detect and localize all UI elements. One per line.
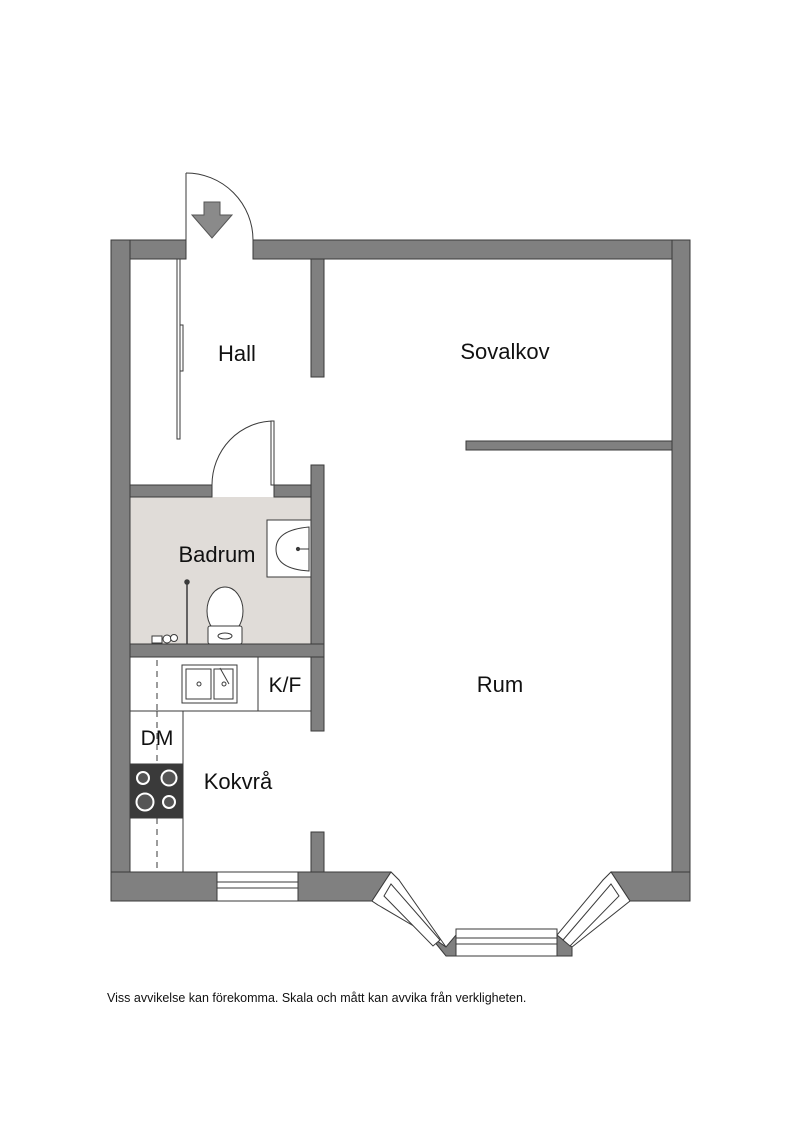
window-kitchen bbox=[216, 871, 299, 902]
window-bay-left bbox=[371, 871, 447, 948]
disclaimer-text: Viss avvikelse kan förekomma. Skala och … bbox=[107, 991, 527, 1005]
room-label-kf: K/F bbox=[269, 674, 302, 697]
sink bbox=[266, 519, 312, 578]
room-label-kokvra: Kokvrå bbox=[204, 769, 273, 794]
room-label-hall: Hall bbox=[218, 341, 256, 366]
wardrobe-door bbox=[176, 258, 184, 440]
stove bbox=[130, 764, 183, 818]
window-bay-center bbox=[455, 928, 558, 957]
bathroom-door[interactable] bbox=[211, 420, 275, 486]
room-label-sovalkov: Sovalkov bbox=[460, 339, 549, 364]
room-label-badrum: Badrum bbox=[178, 542, 255, 567]
entrance-door[interactable] bbox=[185, 172, 254, 241]
shower-rail bbox=[184, 579, 190, 644]
toilet bbox=[206, 586, 244, 645]
window-bay-right bbox=[556, 871, 631, 948]
floor-drain bbox=[151, 634, 178, 644]
room-label-dm: DM bbox=[141, 727, 174, 750]
room-label-rum: Rum bbox=[477, 672, 523, 697]
kitchen-sink bbox=[181, 664, 238, 704]
interior-walls bbox=[129, 258, 673, 873]
entrance-arrow-icon bbox=[190, 201, 234, 239]
